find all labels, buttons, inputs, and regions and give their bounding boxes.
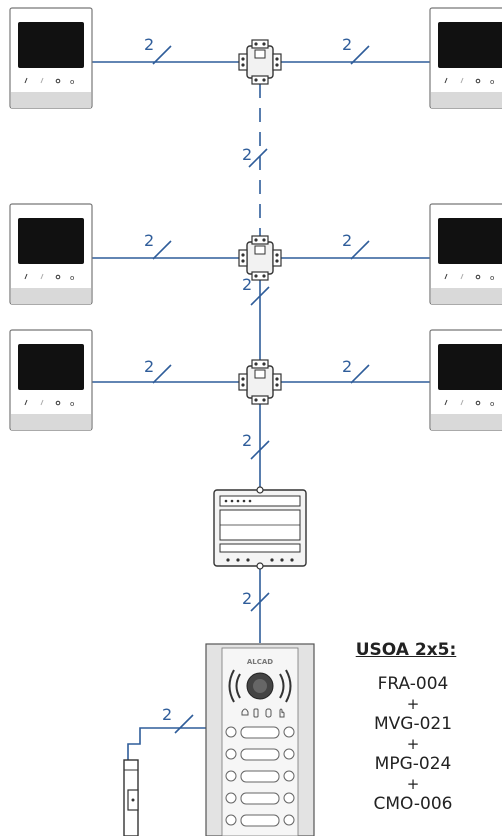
wire-count-label: 2: [242, 145, 252, 164]
door-lock: [123, 759, 139, 836]
wire-count-label: 2: [342, 231, 352, 250]
video-monitor: [429, 329, 502, 431]
distributor-module: [238, 39, 282, 85]
plus-sign: +: [406, 695, 420, 713]
video-monitor: [9, 329, 93, 431]
entry-panel: ALCAD: [205, 643, 315, 836]
wire-count-label: 2: [162, 705, 172, 724]
plus-sign: +: [406, 735, 420, 753]
slash-mark: [350, 240, 370, 260]
video-monitor: [429, 7, 502, 109]
kit-component: MPG-024: [374, 754, 452, 774]
call-button-row: [225, 770, 295, 783]
brand-label: ALCAD: [247, 658, 273, 666]
kit-component: CMO-006: [373, 794, 453, 814]
power-supply: [213, 486, 307, 570]
kit-component-list: FRA-004 + MVG-021 + MPG-024 + CMO-006: [338, 674, 488, 814]
wire-count-label: 2: [242, 589, 252, 608]
distributor-module: [238, 359, 282, 405]
wire-count-label: 2: [144, 357, 154, 376]
wire-to-door-lock: [127, 727, 208, 836]
wire-count-label: 2: [342, 357, 352, 376]
wire-count-label: 2: [242, 275, 252, 294]
kit-component: FRA-004: [377, 674, 449, 694]
slash-mark: [350, 364, 370, 384]
video-monitor: [9, 7, 93, 109]
wire-count-label: 2: [144, 231, 154, 250]
call-button-row: [225, 748, 295, 761]
call-button-row: [225, 726, 295, 739]
video-monitor: [9, 203, 93, 305]
kit-title: USOA 2x5:: [355, 640, 457, 660]
plus-sign: +: [406, 775, 420, 793]
wire-count-label: 2: [242, 431, 252, 450]
wire-count-label: 2: [144, 35, 154, 54]
kit-component: MVG-021: [373, 714, 453, 734]
slash-mark: [174, 714, 194, 734]
call-buttons: [225, 726, 295, 827]
wire-count-label: 2: [342, 35, 352, 54]
call-button-row: [225, 814, 295, 827]
kit-composition: USOA 2x5: FRA-004 + MVG-021 + MPG-024 + …: [338, 640, 488, 814]
slash-mark: [152, 240, 172, 260]
distributor-module: [238, 235, 282, 281]
slash-mark: [152, 364, 172, 384]
video-monitor: [429, 203, 502, 305]
call-button-row: [225, 792, 295, 805]
wire-labels: 2 2 2 2 2 2 2 2 2 2 2: [144, 35, 352, 724]
